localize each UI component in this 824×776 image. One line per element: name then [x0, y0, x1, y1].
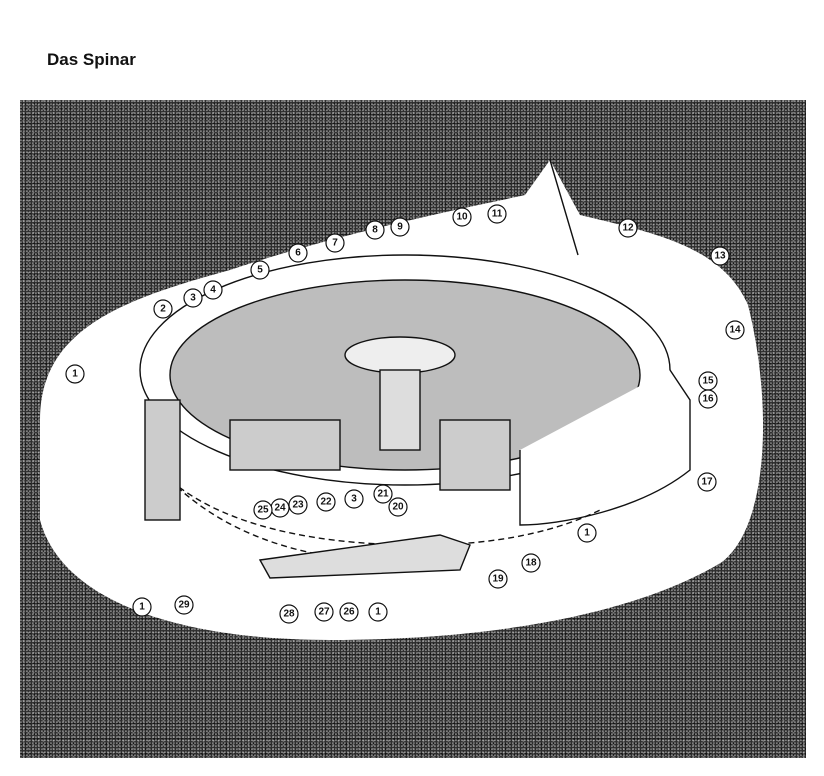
station-hull [139, 159, 691, 579]
callout-1: 1 [577, 523, 597, 543]
docking-module [144, 399, 181, 521]
side-wall [519, 369, 691, 526]
callout-1: 1 [132, 597, 152, 617]
callout-6: 6 [288, 243, 308, 263]
callout-15: 15 [698, 371, 718, 391]
callout-label: 23 [292, 500, 304, 511]
callout-label: 8 [372, 225, 378, 236]
callout-2: 2 [153, 299, 173, 319]
callout-label: 12 [622, 223, 634, 234]
callout-12: 12 [618, 218, 638, 238]
engine-module [439, 419, 511, 491]
central-dish [344, 336, 456, 374]
antenna-mast [549, 159, 579, 256]
callout-18: 18 [521, 553, 541, 573]
callout-label: 1 [584, 528, 590, 539]
callout-3: 3 [183, 288, 203, 308]
callout-5: 5 [250, 260, 270, 280]
callout-9: 9 [390, 217, 410, 237]
callout-label: 29 [178, 600, 190, 611]
callout-17: 17 [697, 472, 717, 492]
callout-label: 5 [257, 265, 263, 276]
callout-label: 7 [332, 238, 338, 249]
callout-16: 16 [698, 389, 718, 409]
callout-label: 1 [72, 369, 78, 380]
callout-3: 3 [344, 489, 364, 509]
callout-21: 21 [373, 484, 393, 504]
callout-1: 1 [65, 364, 85, 384]
callout-label: 17 [701, 477, 713, 488]
callout-label: 27 [318, 607, 330, 618]
callout-label: 3 [190, 293, 196, 304]
callout-27: 27 [314, 602, 334, 622]
callout-label: 18 [525, 558, 537, 569]
callout-19: 19 [488, 569, 508, 589]
callout-label: 9 [397, 222, 403, 233]
callout-label: 25 [257, 505, 269, 516]
callout-label: 24 [274, 503, 286, 514]
callout-14: 14 [725, 320, 745, 340]
callout-23: 23 [288, 495, 308, 515]
callout-label: 20 [392, 502, 404, 513]
callout-7: 7 [325, 233, 345, 253]
callout-22: 22 [316, 492, 336, 512]
callout-label: 15 [702, 376, 714, 387]
callout-24: 24 [270, 498, 290, 518]
central-tower [379, 369, 421, 451]
callout-label: 6 [295, 248, 301, 259]
callout-13: 13 [710, 246, 730, 266]
callout-4: 4 [203, 280, 223, 300]
callout-10: 10 [452, 207, 472, 227]
callout-20: 20 [388, 497, 408, 517]
callout-label: 1 [375, 607, 381, 618]
callout-label: 4 [210, 285, 216, 296]
callout-25: 25 [253, 500, 273, 520]
callout-label: 22 [320, 497, 332, 508]
callout-11: 11 [487, 204, 507, 224]
callout-label: 2 [160, 304, 166, 315]
callout-label: 1 [139, 602, 145, 613]
callout-26: 26 [339, 602, 359, 622]
callout-label: 21 [377, 489, 389, 500]
callout-label: 26 [343, 607, 355, 618]
callout-29: 29 [174, 595, 194, 615]
callout-label: 13 [714, 251, 726, 262]
callout-label: 10 [456, 212, 468, 223]
shuttle [258, 534, 471, 579]
callout-label: 3 [351, 494, 357, 505]
callout-28: 28 [279, 604, 299, 624]
callout-label: 16 [702, 394, 714, 405]
callout-label: 19 [492, 574, 504, 585]
callout-label: 28 [283, 609, 295, 620]
callout-label: 14 [729, 325, 741, 336]
callout-1: 1 [368, 602, 388, 622]
callout-8: 8 [365, 220, 385, 240]
lab-module [229, 419, 341, 471]
callout-label: 11 [492, 209, 503, 220]
diagram-title: Das Spinar [47, 50, 136, 69]
